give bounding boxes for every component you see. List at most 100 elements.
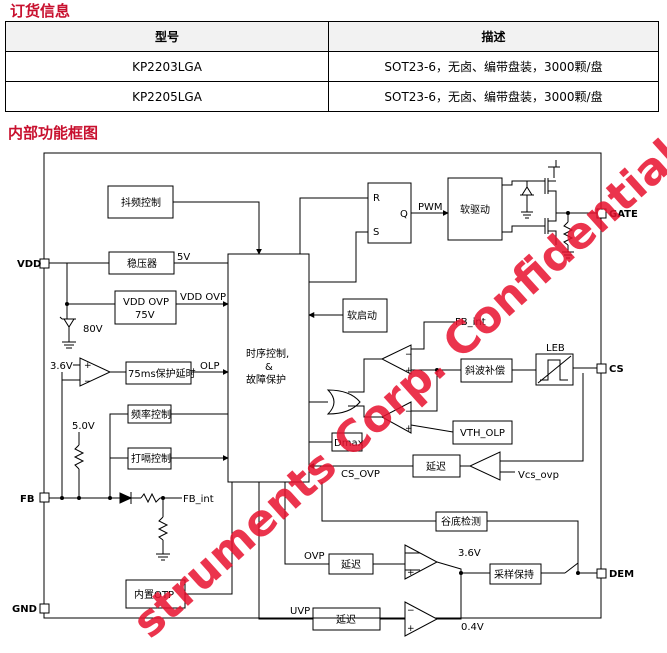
valley-detect-label: 谷底检测 — [441, 515, 481, 528]
freq-ctrl-label: 频率控制 — [131, 408, 171, 421]
driver-label: 软驱动 — [460, 203, 490, 216]
leb-label: LEB — [546, 343, 565, 354]
table-row: KP2205LGA SOT23-6，无卤、编带盘装，3000颗/盘 — [5, 81, 659, 112]
otp-label: 内置OTP — [134, 588, 174, 601]
cs-ovp-comparator — [468, 451, 501, 481]
fb-int-wires — [131, 497, 182, 554]
label-vdd-ovp-signal: VDD OVP — [180, 292, 226, 303]
comparator-wires — [348, 321, 455, 433]
vdd-wires — [49, 262, 115, 342]
pin-label-dem: DEM — [609, 569, 634, 580]
vth-olp-label: VTH_OLP — [460, 428, 505, 439]
label-fb-int-lower: FB_int — [183, 494, 214, 505]
driver-output-wires — [502, 180, 545, 233]
label-5v: 5V — [177, 252, 190, 263]
slope-comp-label: 斜波补偿 — [465, 364, 505, 377]
pin-fb — [39, 492, 50, 503]
label-fb-int-upper: FB_int — [455, 317, 486, 328]
pin-label-gate: GATE — [609, 209, 638, 220]
vdd-ovp-label-2: 75V — [135, 310, 155, 321]
table-row: KP2203LGA SOT23-6，无卤、编带盘装，3000颗/盘 — [5, 51, 659, 82]
ovp-uvp-wires — [258, 482, 405, 620]
svg-text:+: + — [407, 568, 415, 578]
svg-text:−: − — [405, 407, 413, 417]
olp-timer-block — [125, 361, 192, 385]
chip-outline — [43, 152, 602, 619]
or-gate — [326, 389, 361, 415]
jitter-wire — [173, 201, 262, 255]
svg-text:−: − — [84, 377, 92, 387]
latch-q-label: Q — [400, 209, 408, 220]
valley-wires — [321, 482, 579, 573]
burst-ctrl-label: 打嗝控制 — [131, 452, 171, 465]
pin-label-gnd: GND — [12, 604, 37, 615]
latch-s-label: S — [373, 227, 379, 238]
zener-diode-icon — [59, 316, 76, 328]
pin-cs — [596, 363, 607, 374]
gate-zener-icon — [520, 186, 534, 196]
latch-input-wires — [299, 197, 368, 283]
cs-path-wires — [411, 367, 597, 412]
label-pwm: PWM — [418, 202, 443, 213]
ordering-info-title: 订货信息 — [10, 2, 71, 20]
block-diagram-title: 内部功能框图 — [8, 124, 99, 142]
ordering-table: 型号 描述 KP2203LGA SOT23-6，无卤、编带盘装，3000颗/盘 … — [5, 21, 659, 112]
table-header-row: 型号 描述 — [5, 21, 659, 52]
label-80v: 80V — [83, 324, 103, 335]
svg-text:+: + — [405, 366, 413, 376]
col-header-description: 描述 — [328, 21, 659, 52]
vdd-ovp-block — [114, 290, 177, 325]
gate-resistor — [562, 221, 574, 246]
vdd-signal-wires — [174, 262, 228, 304]
high-side-mosfet-icon — [544, 166, 560, 200]
sample-hold-label: 采样保持 — [494, 568, 534, 581]
dmax-label: Dmax — [334, 438, 364, 449]
label-vcs-ovp: Vcs_ovp — [518, 470, 559, 481]
fb-comparator — [380, 344, 412, 375]
svg-text:−: − — [405, 350, 413, 360]
latch-r-label: R — [373, 193, 380, 204]
ground-icon — [521, 211, 533, 219]
fb-pullup-resistor — [73, 444, 85, 470]
pin-label-vdd: VDD — [17, 259, 41, 270]
label-5-0v: 5.0V — [72, 421, 95, 432]
cell-model: KP2205LGA — [5, 81, 329, 112]
uvp-delay-label: 延迟 — [336, 613, 356, 626]
confidential-watermark: struments Corp. Confidential — [123, 130, 667, 648]
pin-gnd — [39, 603, 50, 614]
cs-delay-label: 延迟 — [426, 460, 446, 473]
fb-divider-resistor — [157, 516, 169, 541]
pin-dem — [596, 568, 607, 579]
vth-olp-block — [452, 420, 513, 445]
driver-block — [447, 177, 503, 241]
fb-diode-icon — [119, 492, 133, 504]
label-uvp: UVP — [290, 606, 310, 617]
svg-text:+: + — [405, 424, 413, 434]
svg-text:−: − — [407, 549, 415, 559]
ground-icon — [156, 553, 170, 561]
label-dem-3-6v: 3.6V — [458, 548, 481, 559]
core-label-3: 故障保护 — [246, 373, 286, 386]
soft-start-label: 软启动 — [347, 309, 377, 322]
leb-diagonal — [537, 355, 572, 384]
pin-label-fb: FB — [20, 494, 34, 505]
sample-hold-block — [489, 563, 542, 585]
vdd-ovp-label-1: VDD OVP — [123, 297, 169, 308]
label-olp: OLP — [200, 361, 219, 372]
core-input-wires — [309, 401, 413, 466]
fb-series-resistor — [140, 492, 161, 504]
regulator-label: 稳压器 — [127, 257, 157, 270]
label-cs-ovp: CS_OVP — [341, 469, 380, 480]
fb-node-wires — [49, 413, 128, 499]
freq-burst-wires — [171, 413, 228, 458]
ovp-delay-label: 延迟 — [341, 558, 361, 571]
cs-ovp-wires — [460, 373, 584, 473]
label-dem-0-4v: 0.4V — [461, 622, 484, 633]
svg-text:−: − — [407, 606, 415, 616]
label-3-6v: 3.6V — [50, 361, 73, 372]
cell-model: KP2203LGA — [5, 51, 329, 82]
gate-wires — [526, 160, 597, 252]
otp-wire — [185, 482, 233, 595]
jitter-label: 抖频控制 — [121, 196, 161, 209]
